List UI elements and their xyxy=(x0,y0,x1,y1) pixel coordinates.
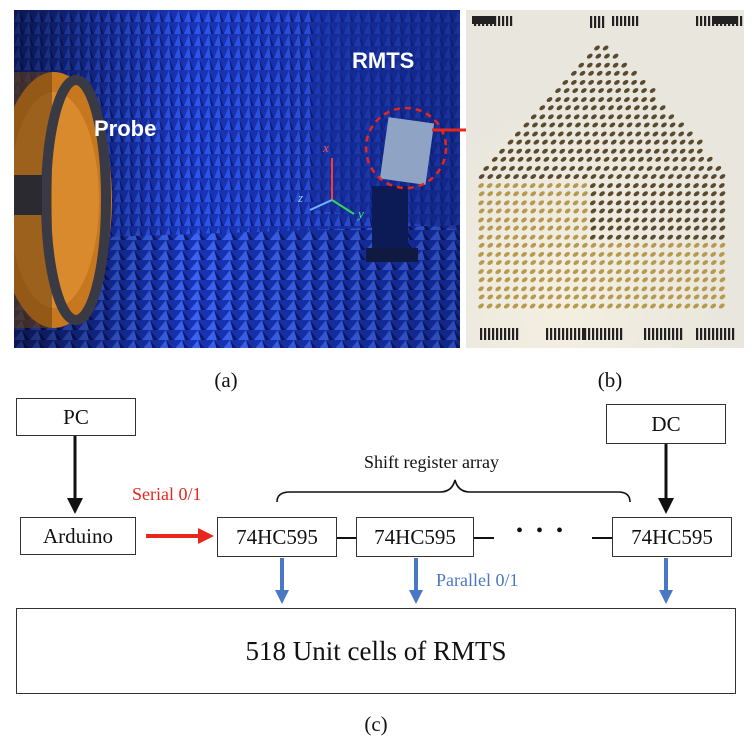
pc-box: PC xyxy=(16,398,136,436)
rmts-board-photo xyxy=(466,10,744,348)
probe-label: Probe xyxy=(94,116,157,141)
ellipsis: • • • xyxy=(516,520,568,542)
top-connector-strip xyxy=(472,16,743,28)
probe-antenna xyxy=(14,72,112,328)
axis-y-label: y xyxy=(358,206,364,221)
anechoic-chamber-photo: Probe RMTS x y z xyxy=(14,10,460,348)
caption-a: (a) xyxy=(214,368,238,392)
arduino-box: Arduino xyxy=(20,517,136,555)
shift-register-1: 74HC595 xyxy=(217,517,337,557)
shift-register-2: 74HC595 xyxy=(356,517,474,557)
unit-cells-box: 518 Unit cells of RMTS xyxy=(16,608,736,694)
caption-c: (c) xyxy=(364,712,388,736)
axis-x-label: x xyxy=(323,140,329,155)
rmts-mount xyxy=(364,106,448,262)
unit-cell-array xyxy=(478,45,726,309)
diagram-connectors xyxy=(67,436,674,604)
bottom-connector-strip xyxy=(480,328,735,340)
shift-register-3: 74HC595 xyxy=(612,517,732,557)
chamber-illustration xyxy=(14,10,460,348)
dc-box: DC xyxy=(606,404,726,444)
parallel-label: Parallel 0/1 xyxy=(436,570,519,590)
control-block-diagram: PC DC Arduino Serial 0/1 Shift register … xyxy=(0,360,752,742)
serial-label: Serial 0/1 xyxy=(132,484,202,504)
axis-z-label: z xyxy=(298,190,304,205)
caption-b: (b) xyxy=(597,368,623,392)
rmts-label: RMTS xyxy=(352,48,415,73)
rmts-board-illustration xyxy=(466,10,744,348)
coordinate-axes xyxy=(309,158,355,215)
shift-register-label: Shift register array xyxy=(364,452,499,472)
